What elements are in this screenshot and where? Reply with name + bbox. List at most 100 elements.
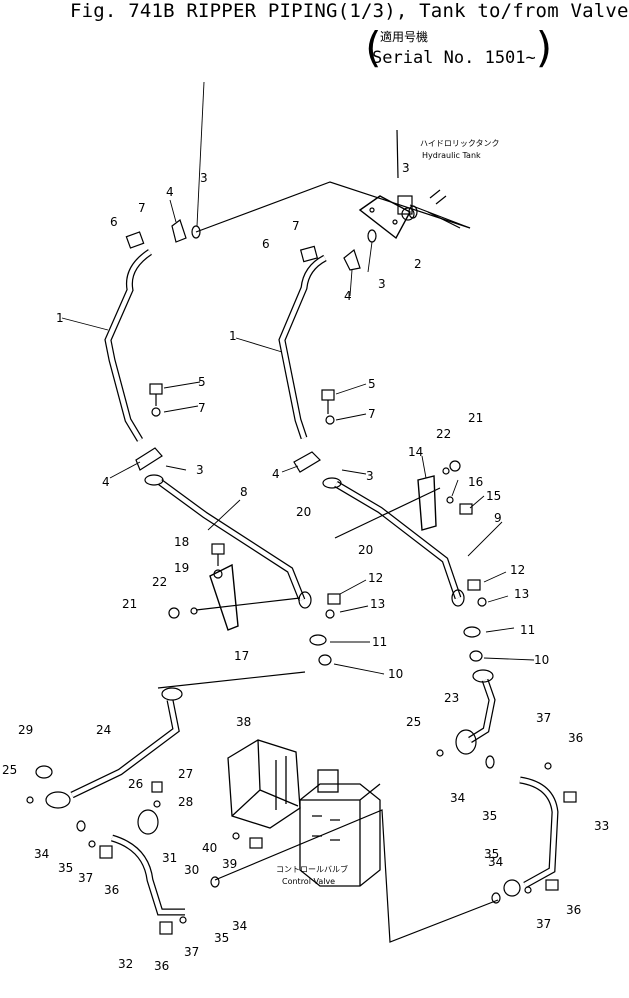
- callout-22-a: 22: [152, 575, 167, 589]
- callout-10-a: 10: [388, 667, 403, 681]
- callout-37-c: 37: [536, 711, 551, 725]
- callout-14: 14: [408, 445, 423, 459]
- callout-31: 31: [162, 851, 177, 865]
- leader-line-control-valve: [214, 809, 499, 943]
- callout-3-c: 3: [378, 277, 386, 291]
- callout-7-c: 7: [198, 401, 206, 415]
- callout-24: 24: [96, 723, 111, 737]
- pipe-33: [519, 776, 559, 889]
- callout-36-b: 36: [154, 959, 169, 973]
- bolts: [99, 231, 577, 935]
- callout-39: 39: [222, 857, 237, 871]
- callout-15: 15: [486, 489, 501, 503]
- pipe-24: [70, 699, 180, 799]
- control-valve-en: Control Valve: [282, 877, 335, 886]
- callout-36-a: 36: [104, 883, 119, 897]
- callout-35-a: 35: [58, 861, 73, 875]
- callout-5-b: 5: [368, 377, 376, 391]
- callout-5-a: 5: [198, 375, 206, 389]
- callout-3-e: 3: [366, 469, 374, 483]
- pipe-1-right: [278, 254, 327, 440]
- open-paren: (: [360, 23, 386, 72]
- callout-35-b: 35: [214, 931, 229, 945]
- callout-7-d: 7: [368, 407, 376, 421]
- callout-19: 19: [174, 561, 189, 575]
- flanges: [35, 219, 521, 897]
- callout-30: 30: [184, 863, 199, 877]
- piping-diagram: 1 1 2 3 3 3 3 3 4 4 4 4 5 5 6 6 7 7 7 7 …: [2, 81, 609, 973]
- callout-29: 29: [18, 723, 33, 737]
- callout-1-right: 1: [229, 329, 237, 343]
- callout-4-b: 4: [344, 289, 352, 303]
- tank-cover-plate: [358, 189, 461, 240]
- callout-13-b: 13: [514, 587, 529, 601]
- callout-32: 32: [118, 957, 133, 971]
- callout-21-a: 21: [122, 597, 137, 611]
- figure-title: Fig. 741B RIPPER PIPING(1/3), Tank to/fr…: [70, 0, 629, 22]
- control-valve-block: [299, 769, 381, 887]
- callout-20-b: 20: [358, 543, 373, 557]
- callout-18: 18: [174, 535, 189, 549]
- callout-26: 26: [128, 777, 143, 791]
- applicable-jp-label: 適用号機: [380, 30, 429, 44]
- callout-3-a: 3: [200, 171, 208, 185]
- callout-16: 16: [468, 475, 483, 489]
- bracket-14: [417, 475, 437, 531]
- callout-17: 17: [234, 649, 249, 663]
- callout-34-c: 34: [450, 791, 465, 805]
- callout-34-a: 34: [34, 847, 49, 861]
- callout-34-b: 34: [232, 919, 247, 933]
- callout-37-d: 37: [536, 917, 551, 931]
- callout-27: 27: [178, 767, 193, 781]
- callout-35-c: 35: [482, 809, 497, 823]
- callout-33: 33: [594, 819, 609, 833]
- serial-range: Serial No. 1501~: [372, 48, 536, 68]
- callout-12-a: 12: [368, 571, 383, 585]
- callout-6-b: 6: [262, 237, 270, 251]
- hydraulic-tank-en: Hydraulic Tank: [422, 151, 481, 160]
- callout-7-b: 7: [292, 219, 300, 233]
- pipe-8: [157, 479, 306, 602]
- nuts-washers: [26, 407, 552, 924]
- callout-36-d: 36: [566, 903, 581, 917]
- leader-line-top: [195, 181, 471, 233]
- o-rings: [76, 205, 501, 904]
- pipe-9: [334, 480, 462, 600]
- callout-20-a: 20: [296, 505, 311, 519]
- callout-34-d: 34: [488, 855, 503, 869]
- hydraulic-tank-jp: ハイドロリックタンク: [420, 139, 500, 148]
- callout-2: 2: [414, 257, 422, 271]
- callout-12-b: 12: [510, 563, 525, 577]
- applicability-block: ( 適用号機 Serial No. 1501~ ): [360, 23, 557, 76]
- callout-7-a: 7: [138, 201, 146, 215]
- callout-11-b: 11: [520, 623, 535, 637]
- callout-37-a: 37: [78, 871, 93, 885]
- bracket-38: [227, 739, 301, 829]
- callout-21-b: 21: [468, 411, 483, 425]
- callout-8: 8: [240, 485, 248, 499]
- callout-13-a: 13: [370, 597, 385, 611]
- pipe-1-left: [104, 249, 153, 442]
- leader-line-valve: [157, 671, 306, 689]
- callout-6-a: 6: [110, 215, 118, 229]
- callout-36-c: 36: [568, 731, 583, 745]
- callout-4-c: 4: [102, 475, 110, 489]
- callout-1-left: 1: [56, 311, 64, 325]
- callout-9: 9: [494, 511, 502, 525]
- callout-25-a: 25: [2, 763, 17, 777]
- callout-22-b: 22: [436, 427, 451, 441]
- callout-23: 23: [444, 691, 459, 705]
- callout-40: 40: [202, 841, 217, 855]
- callout-28: 28: [178, 795, 193, 809]
- callout-10-b: 10: [534, 653, 549, 667]
- callout-3-b: 3: [402, 161, 410, 175]
- callout-4-a: 4: [166, 185, 174, 199]
- callout-3-d: 3: [196, 463, 204, 477]
- bracket-17: [209, 563, 239, 631]
- close-paren: ): [532, 23, 558, 72]
- callout-37-b: 37: [184, 945, 199, 959]
- callout-leaders: [61, 81, 535, 675]
- callout-38: 38: [236, 715, 251, 729]
- callout-11-a: 11: [372, 635, 387, 649]
- callout-35-d: 35: [484, 847, 499, 861]
